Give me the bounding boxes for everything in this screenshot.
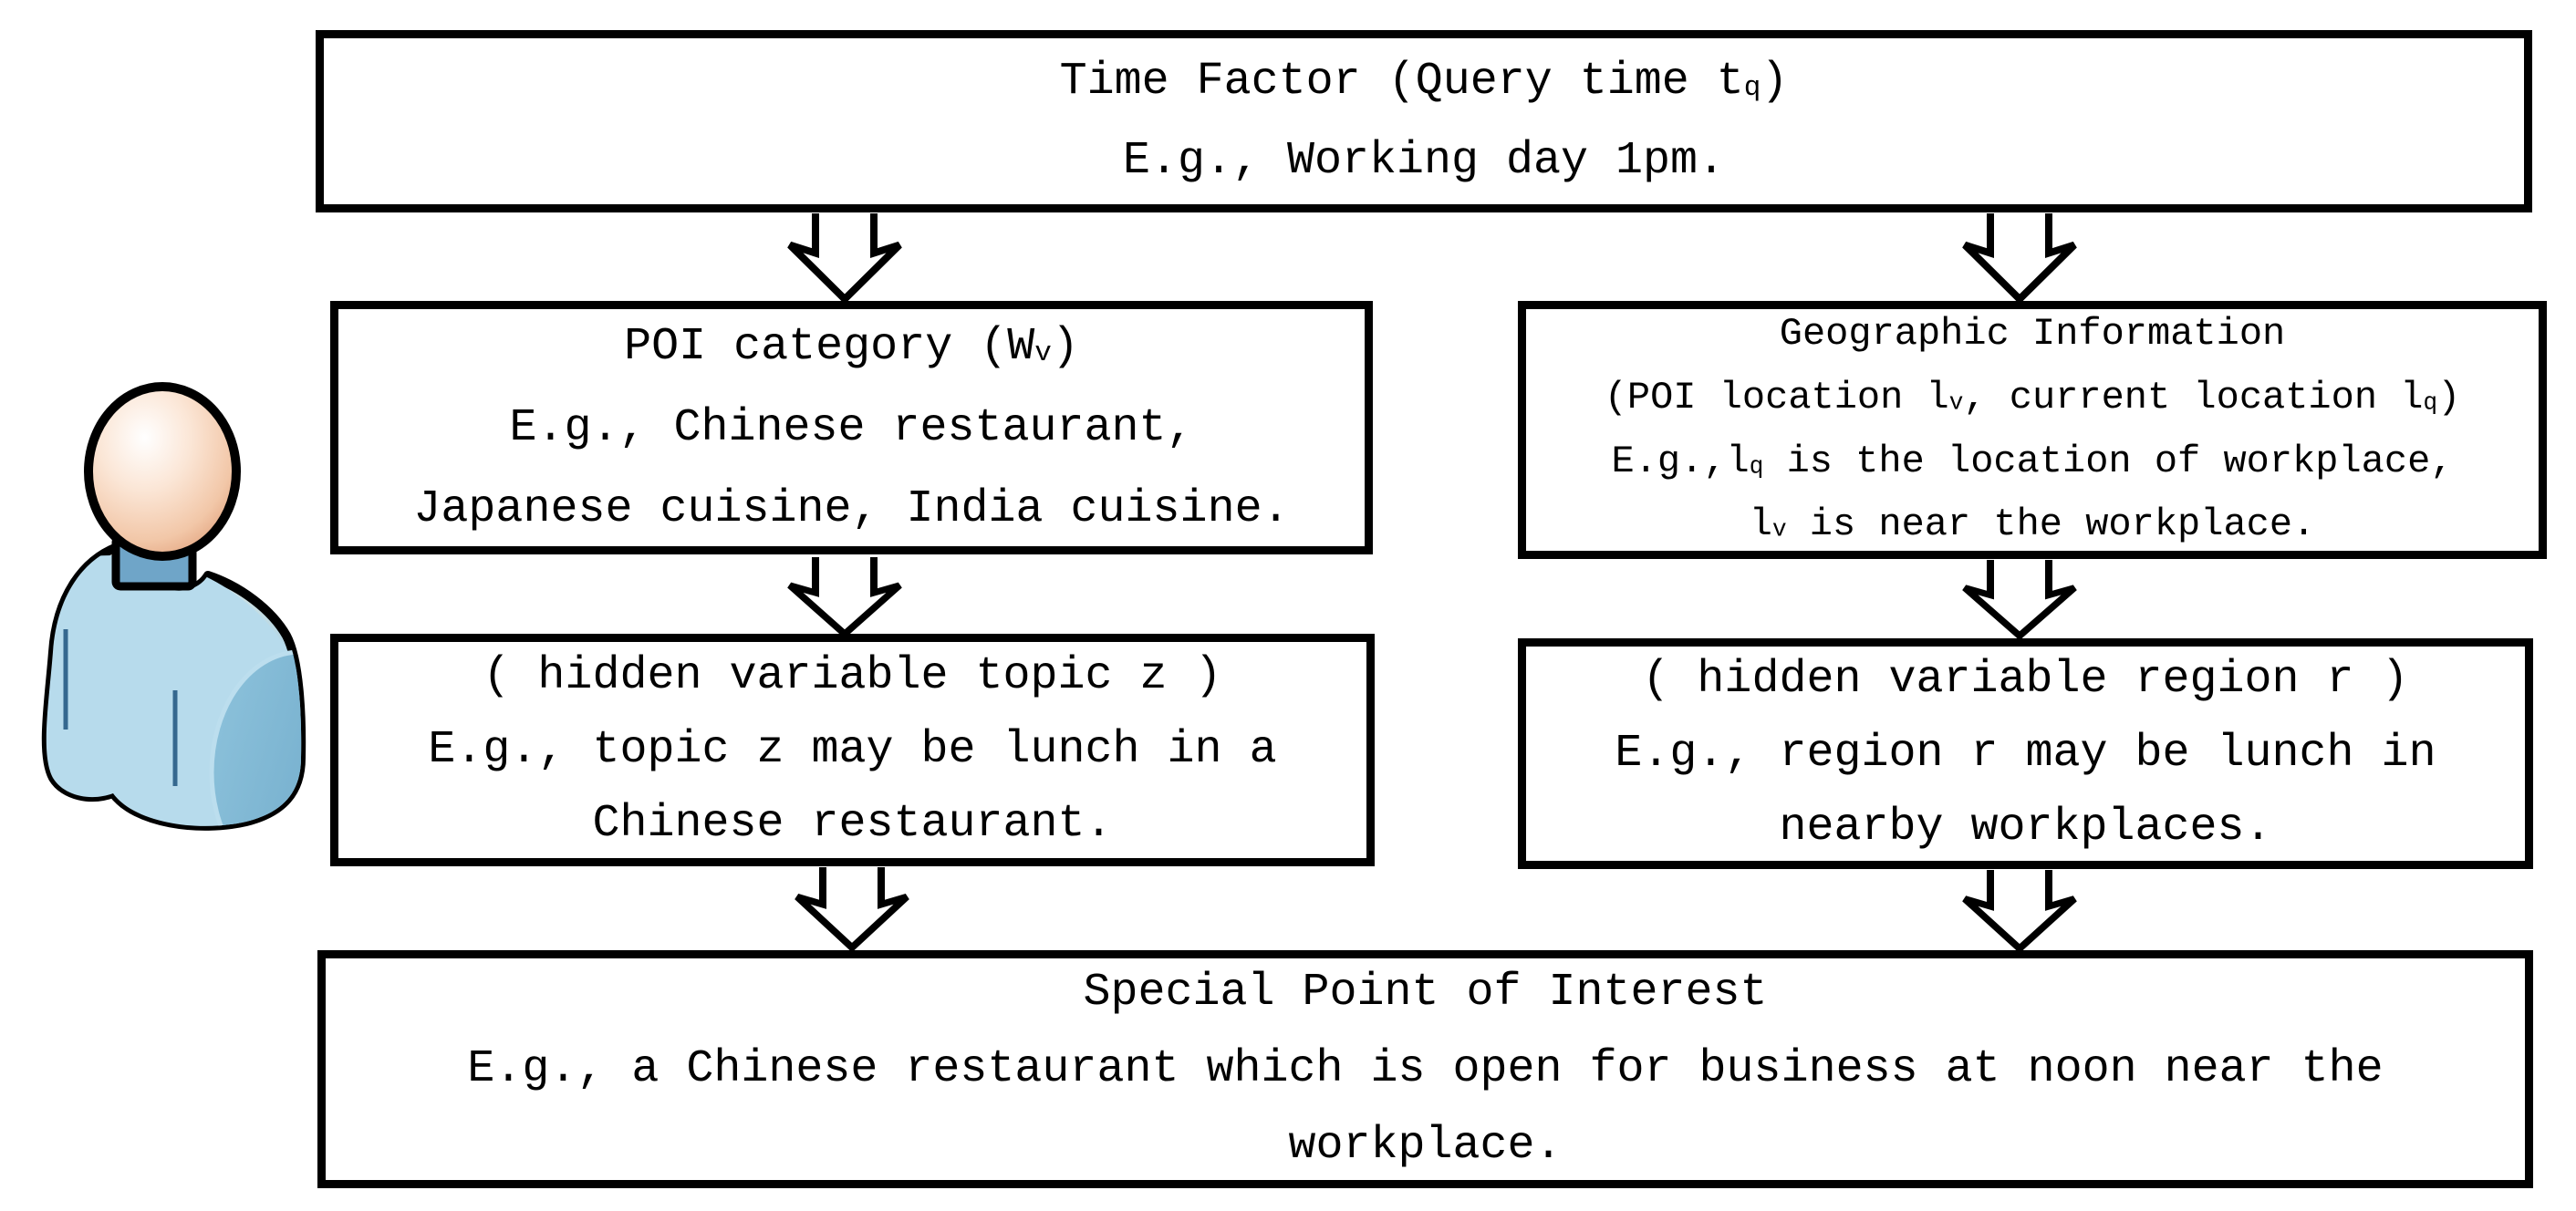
hidden-topic-box: ( hidden variable topic z ) E.g., topic z… <box>330 634 1375 866</box>
poi-category-box: POI category (Wv) E.g., Chinese restauran… <box>330 301 1373 554</box>
box-text-line: E.g., Chinese restaurant, <box>509 401 1194 454</box>
box-text-line: POI category (Wv) <box>624 320 1079 373</box>
time-factor-box: Time Factor (Query time tq) E.g., Working… <box>316 30 2532 212</box>
box-text-line: E.g., region r may be lunch in <box>1615 728 2436 780</box>
person-head <box>84 382 241 561</box>
block-down-arrow-icon <box>1962 560 2077 641</box>
box-text-line: E.g., topic z may be lunch in a <box>428 724 1277 776</box>
box-text-line: lv is near the workplace. <box>1749 502 2316 547</box>
block-down-arrow-icon <box>787 213 902 305</box>
box-text-line: workplace. <box>1288 1119 1563 1172</box>
block-down-arrow-icon <box>795 867 909 953</box>
hidden-region-box: ( hidden variable region r ) E.g., region… <box>1518 638 2533 869</box>
block-down-arrow-icon <box>1962 870 2077 954</box>
person-chest-highlight <box>46 555 302 826</box>
box-text-line: E.g.,lq is the location of workplace, <box>1611 439 2454 483</box>
box-text-line: E.g., Working day 1pm. <box>1122 135 1726 187</box>
block-down-arrow-icon <box>1962 213 2077 305</box>
box-text-line: Time Factor (Query time tq) <box>1059 55 1789 108</box>
box-text-line: ( hidden variable region r ) <box>1642 654 2409 706</box>
box-text-line: ( hidden variable topic z ) <box>483 650 1222 702</box>
block-down-arrow-icon <box>787 557 902 639</box>
box-text-line: E.g., a Chinese restaurant which is open… <box>467 1042 2384 1095</box>
geographic-information-box: Geographic Information (POI location lv, … <box>1518 301 2547 559</box>
box-text-line: Special Point of Interest <box>1083 966 1768 1019</box>
box-text-line: nearby workplaces. <box>1779 802 2272 854</box>
user-icon <box>41 382 306 831</box>
box-text-line: Geographic Information <box>1779 312 2286 357</box>
box-text-line: (POI location lv, current location lq) <box>1604 375 2461 419</box>
box-text-line: Japanese cuisine, India cuisine. <box>413 482 1290 535</box>
box-text-line: Chinese restaurant. <box>592 798 1113 850</box>
